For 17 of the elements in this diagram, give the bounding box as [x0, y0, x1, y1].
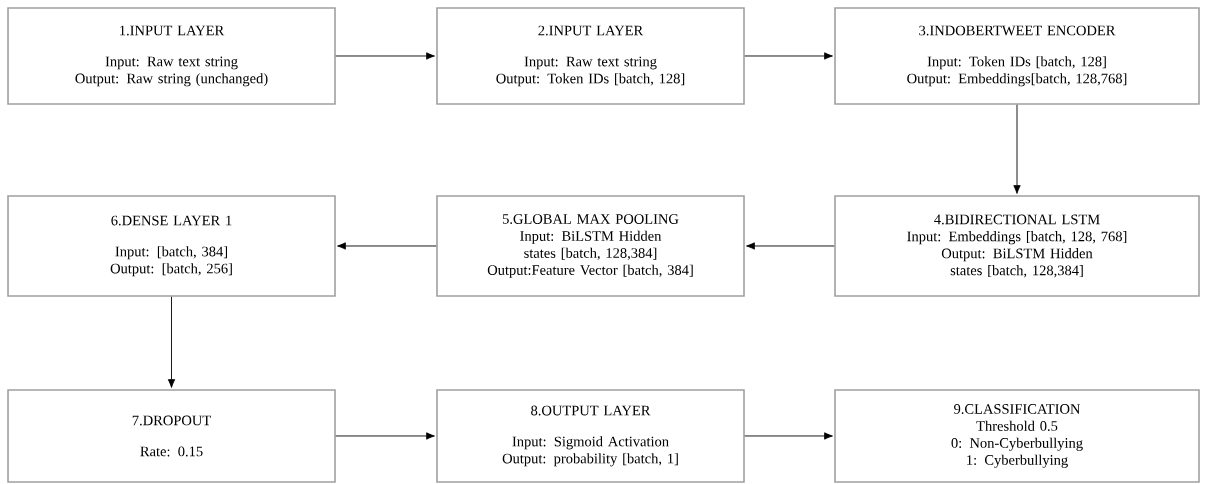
arrow — [335, 432, 435, 440]
arrow — [1013, 104, 1021, 194]
process-box: 4.BIDIRECTIONAL LSTM Input: Embeddings [batch, 128, 768] Output: BiLSTM Hidden states [batch, 128,384] — [834, 195, 1200, 297]
process-box: 9.CLASSIFICATION Threshold 0.5 0: Non-Cyberbullying 1: Cyberbullying — [834, 389, 1200, 483]
process-box: 1.INPUT LAYER Input: Raw text string Output: Raw string (unchanged) — [7, 7, 336, 105]
process-box: 5.GLOBAL MAX POOLING Input: BiLSTM Hidden states [batch, 128,384] Output:Feature Vector [batch, 384] — [436, 195, 745, 297]
arrow — [335, 52, 435, 60]
arrow — [746, 242, 835, 250]
process-box: 2.INPUT LAYER Input: Raw text string Output: Token IDs [batch, 128] — [436, 7, 745, 105]
arrow — [167, 296, 176, 388]
process-box: 7.DROPOUT Rate: 0.15 — [7, 389, 336, 483]
process-box: 3.INDOBERTWEET ENCODER Input: Token IDs [batch, 128] Output: Embeddings[batch, 128,768] — [834, 7, 1200, 105]
arrow — [337, 242, 437, 250]
process-box: 8.OUTPUT LAYER Input: Sigmoid Activation Output: probability [batch, 1] — [436, 389, 745, 483]
arrow — [744, 52, 833, 60]
process-box: 6.DENSE LAYER 1 Input: [batch, 384] Output: [batch, 256] — [7, 195, 336, 297]
arrow — [744, 432, 833, 440]
